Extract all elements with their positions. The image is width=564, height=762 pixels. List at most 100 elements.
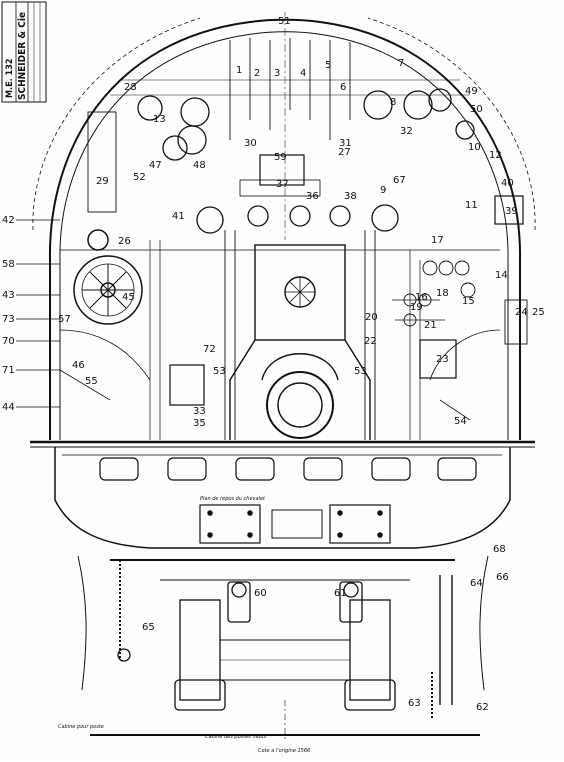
gauge-left-2	[177, 125, 207, 155]
callout-53-left: 53	[213, 366, 226, 377]
callout-38: 38	[344, 191, 357, 202]
callout-32: 32	[400, 126, 413, 137]
plate-bolt-7	[337, 532, 343, 538]
callout-53-right: 53	[354, 366, 367, 377]
coupling-60-body	[227, 581, 251, 623]
callout-2: 2	[254, 68, 260, 79]
side-pipe-right	[479, 555, 489, 691]
callout-36: 36	[306, 191, 319, 202]
valve-21c	[403, 313, 417, 327]
callout-46: 46	[72, 360, 85, 371]
panel-29	[87, 111, 117, 213]
callout-68: 68	[493, 544, 506, 555]
plate-bolt-8	[377, 532, 383, 538]
callout-24: 24	[515, 307, 528, 318]
plate-center	[271, 509, 323, 539]
gauge-right-2	[403, 90, 433, 120]
plate-bolt-5	[337, 510, 343, 516]
valve-15	[460, 282, 476, 298]
annotations: Plan de repos du chevalet Cabine pour po…	[58, 496, 310, 754]
callout-1: 1	[236, 65, 242, 76]
gauge-right-4	[455, 120, 475, 140]
underframe-shell	[54, 447, 511, 549]
callout-29: 29	[96, 176, 109, 187]
title-block: M.E. 132 SCHNEIDER & Cie	[1, 1, 47, 103]
gauge-right-3	[428, 88, 452, 112]
plate-bolt-2	[247, 510, 253, 516]
callout-54: 54	[454, 416, 467, 427]
console-legs	[229, 339, 371, 440]
company-name: SCHNEIDER & Cie	[17, 12, 28, 100]
callout-72: 72	[203, 344, 216, 355]
callout-43: 43	[2, 290, 15, 301]
callout-49: 49	[465, 86, 478, 97]
callout-12: 12	[489, 150, 502, 161]
cabinet-39	[494, 195, 524, 225]
callout-64: 64	[470, 578, 483, 589]
valve-16c	[454, 260, 470, 276]
callout-23: 23	[436, 354, 449, 365]
callout-41: 41	[172, 211, 185, 222]
pedestal-bearing	[266, 371, 334, 439]
callout-63: 63	[408, 698, 421, 709]
side-riser-pipes	[149, 240, 421, 440]
centre-console	[229, 244, 371, 440]
left-margin-leaders	[16, 219, 60, 408]
callout-31: 31	[339, 138, 352, 149]
callout-35: 35	[193, 418, 206, 429]
callout-39: 39	[505, 206, 518, 217]
coupling-60-head	[231, 582, 247, 598]
annotation-center-bottom-1: Cabine des postes hauts	[205, 734, 267, 740]
callout-4: 4	[300, 68, 306, 79]
callout-45: 45	[122, 292, 135, 303]
title-block-frame	[1, 1, 47, 103]
cab-outer-dash-left	[32, 17, 201, 231]
gauge-right-1	[363, 90, 393, 120]
chain-hook-left	[117, 648, 131, 662]
frame-cutout-1	[99, 457, 139, 481]
side-pipe-left	[77, 555, 87, 691]
valve-16	[422, 260, 438, 276]
annotation-left-bottom: Cabine pour poste	[58, 724, 104, 730]
wheel-28	[137, 95, 163, 121]
callout-5: 5	[325, 60, 331, 71]
callout-28: 28	[124, 82, 137, 93]
callout-9: 9	[380, 185, 386, 196]
callout-73: 73	[2, 314, 15, 325]
callout-6: 6	[340, 82, 346, 93]
valve-wheel-center	[289, 205, 311, 227]
axlebox-right	[344, 679, 396, 711]
callout-14: 14	[495, 270, 508, 281]
coupling-assemblies	[117, 560, 433, 720]
callout-55: 55	[85, 376, 98, 387]
frame-cutout-4	[303, 457, 343, 481]
pedestal-bearing-inner	[277, 382, 323, 428]
annotation-center-bottom-2: Cote a l'origine 1566	[258, 748, 310, 754]
gauges	[137, 88, 475, 234]
frame-cutout-3	[235, 457, 275, 481]
upper-horizontal-pipes	[110, 79, 470, 96]
callout-71: 71	[2, 365, 15, 376]
handwheel-spokes	[82, 264, 134, 316]
callout-26: 26	[118, 236, 131, 247]
curved-pipes-lower	[59, 329, 501, 381]
callout-15: 15	[462, 296, 475, 307]
frame-cutout-2	[167, 457, 207, 481]
gauge-left-3	[162, 135, 188, 161]
valve-16b	[438, 260, 454, 276]
cab-outer-dash-right	[367, 17, 536, 231]
callout-21: 21	[424, 320, 437, 331]
panel-25	[504, 299, 528, 345]
plate-bolt-3	[207, 532, 213, 538]
plate-left	[199, 504, 261, 544]
callout-40: 40	[501, 178, 514, 189]
callout-22: 22	[364, 336, 377, 347]
plate-bolt-6	[377, 510, 383, 516]
callout-59: 59	[274, 152, 287, 163]
valve-21a	[403, 293, 417, 307]
callout-47: 47	[149, 160, 162, 171]
callout-18: 18	[436, 288, 449, 299]
underframe	[54, 447, 511, 549]
callout-7: 7	[398, 58, 404, 69]
